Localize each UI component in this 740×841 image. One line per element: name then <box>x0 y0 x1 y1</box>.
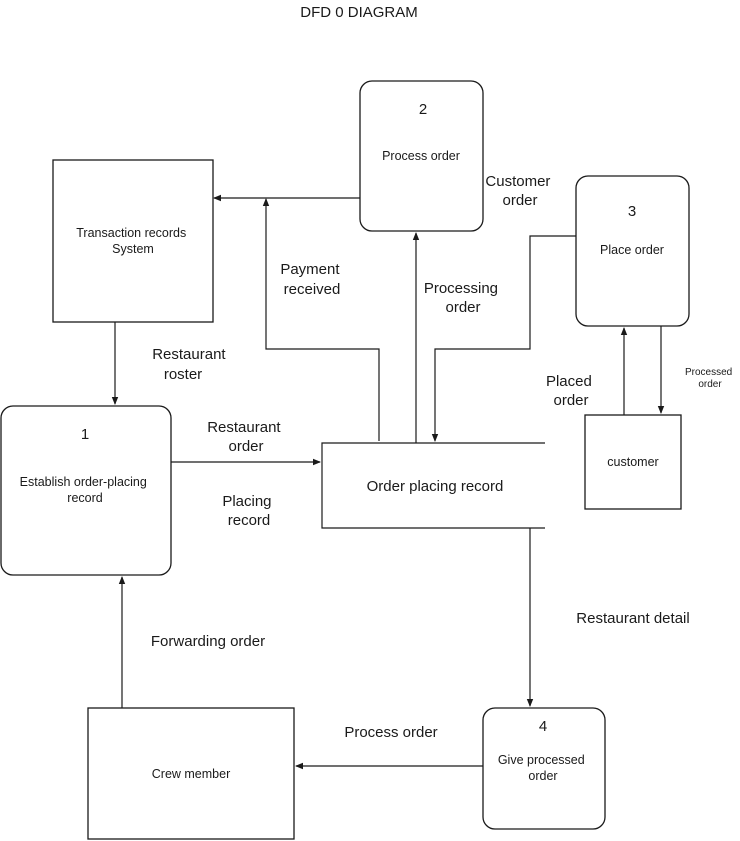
entity-transaction-records: Transaction records System <box>52 159 214 323</box>
entity-crew-member: Crew member <box>87 707 295 840</box>
process-4-box <box>482 707 606 830</box>
label-payment-received: Payment received <box>280 261 343 298</box>
process-1-establish-record: 1 Establish order-placing record <box>0 405 172 576</box>
label-restaurant-detail: Restaurant detail <box>576 610 689 627</box>
diagram-title: DFD 0 DIAGRAM <box>300 4 418 21</box>
process-2-box <box>359 80 484 232</box>
label-placing-record: Placing record <box>222 493 275 529</box>
process-1-box <box>0 405 172 576</box>
flow-customer-order <box>431 235 576 442</box>
label-forwarding-order: Forwarding order <box>151 633 265 650</box>
entity-crew-box <box>87 707 295 840</box>
entity-customer-label: customer <box>607 455 658 469</box>
process-3-box <box>575 175 690 327</box>
entity-crew-label: Crew member <box>152 767 231 781</box>
process-2-number: 2 <box>419 101 427 118</box>
datastore-order-placing-record: Order placing record <box>321 442 545 529</box>
process-2-label: Process order <box>382 149 460 163</box>
entity-transaction-label: Transaction records System <box>76 226 189 256</box>
label-processed-order: Processed order <box>685 367 735 390</box>
label-placed-order: Placed order <box>546 373 596 409</box>
process-4-give-processed-order: 4 Give processed order <box>482 707 606 830</box>
process-3-place-order: 3 Place order <box>575 175 690 327</box>
datastore-label: Order placing record <box>367 478 504 495</box>
entity-transaction-box <box>52 159 214 323</box>
process-4-number: 4 <box>539 718 547 735</box>
process-3-label: Place order <box>600 243 664 257</box>
entity-customer: customer <box>584 414 682 510</box>
label-customer-order: Customer order <box>485 173 554 209</box>
process-1-label: Establish order-placing record <box>20 475 151 505</box>
process-3-number: 3 <box>628 203 636 220</box>
entity-customer-box <box>584 414 682 510</box>
datastore-outline <box>321 442 545 529</box>
process-4-label: Give processed order <box>498 753 588 783</box>
flow-payment-received <box>262 198 380 441</box>
label-process-order: Process order <box>344 724 437 741</box>
process-1-number: 1 <box>81 426 89 443</box>
label-restaurant-roster: Restaurant roster <box>152 346 230 383</box>
process-2-process-order: 2 Process order <box>359 80 484 232</box>
label-processing-order: Processing order <box>424 280 502 316</box>
label-restaurant-order: Restaurant order <box>207 419 285 455</box>
